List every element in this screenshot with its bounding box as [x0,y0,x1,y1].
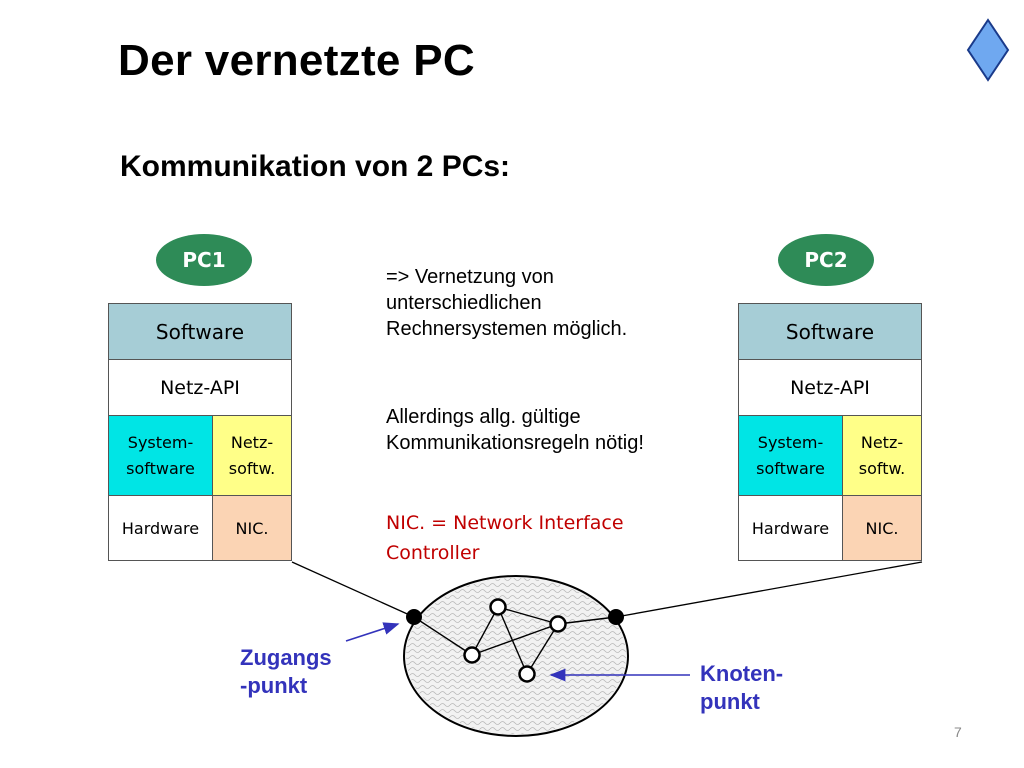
pc2-software-layer: Software [739,304,921,360]
pc2-system-software-layer: System-software [739,416,843,496]
slide-title: Der vernetzte PC [118,36,475,85]
pc1-software-layer: Software [109,304,291,360]
pc1-netz-line1: Netz- [230,432,274,452]
pc2-netz-api-layer: Netz-API [739,360,921,416]
pc1-badge: PC1 [156,234,252,286]
access-point-arrow [345,622,400,642]
pc2-hardware-layer: Hardware [739,496,843,560]
pc1-netz-api-layer: Netz-API [109,360,291,416]
node-point-label: Knoten- punkt [700,660,783,716]
pc1-netz-line2: softw. [228,458,276,478]
pc1-nic-layer: NIC. [213,496,291,560]
pc1-connection-line [291,561,415,618]
network-node [549,615,567,633]
network-node [463,646,481,664]
pc2-connection-line [615,561,923,618]
network-edges [413,606,617,675]
pc1-hardware-layer: Hardware [109,496,213,560]
note-kommunikationsregeln: Allerdings allg. gültige Kommunikationsr… [386,406,644,454]
node-point-label-line2: punkt [700,689,760,714]
pc1-sys-line2: software [126,458,195,478]
network-node [518,665,536,683]
network-node [489,598,507,616]
access-point-right [608,609,624,625]
pc2-sys-line2: software [756,458,825,478]
access-point-label-line1: Zugangs [240,645,332,670]
page-number: 7 [954,724,962,740]
pc2-nic-layer: NIC. [843,496,921,560]
access-point-left [406,609,422,625]
pc1-sys-line1: System- [127,432,194,452]
pc2-badge: PC2 [778,234,874,286]
pc2-netz-line2: softw. [858,458,906,478]
pc1-netz-software-layer: Netz-softw. [213,416,291,496]
pc2-layer-stack: Software Netz-API System-software Netz-s… [738,303,922,561]
note-nic-definition: NIC. = Network Interface Controller [386,512,624,564]
note-vernetzung: => Vernetzung von unterschiedlichen Rech… [386,266,628,340]
pc1-layer-stack: Software Netz-API System-software Netz-s… [108,303,292,561]
slide-subtitle: Kommunikation von 2 PCs: [120,150,511,183]
pc2-netz-software-layer: Netz-softw. [843,416,921,496]
pc1-system-software-layer: System-software [109,416,213,496]
pc2-netz-line1: Netz- [860,432,904,452]
access-point-label: Zugangs -punkt [240,644,332,700]
diamond-icon [966,18,1010,82]
node-point-label-line1: Knoten- [700,661,784,686]
access-point-label-line2: -punkt [240,673,308,698]
pc2-sys-line1: System- [757,432,824,452]
